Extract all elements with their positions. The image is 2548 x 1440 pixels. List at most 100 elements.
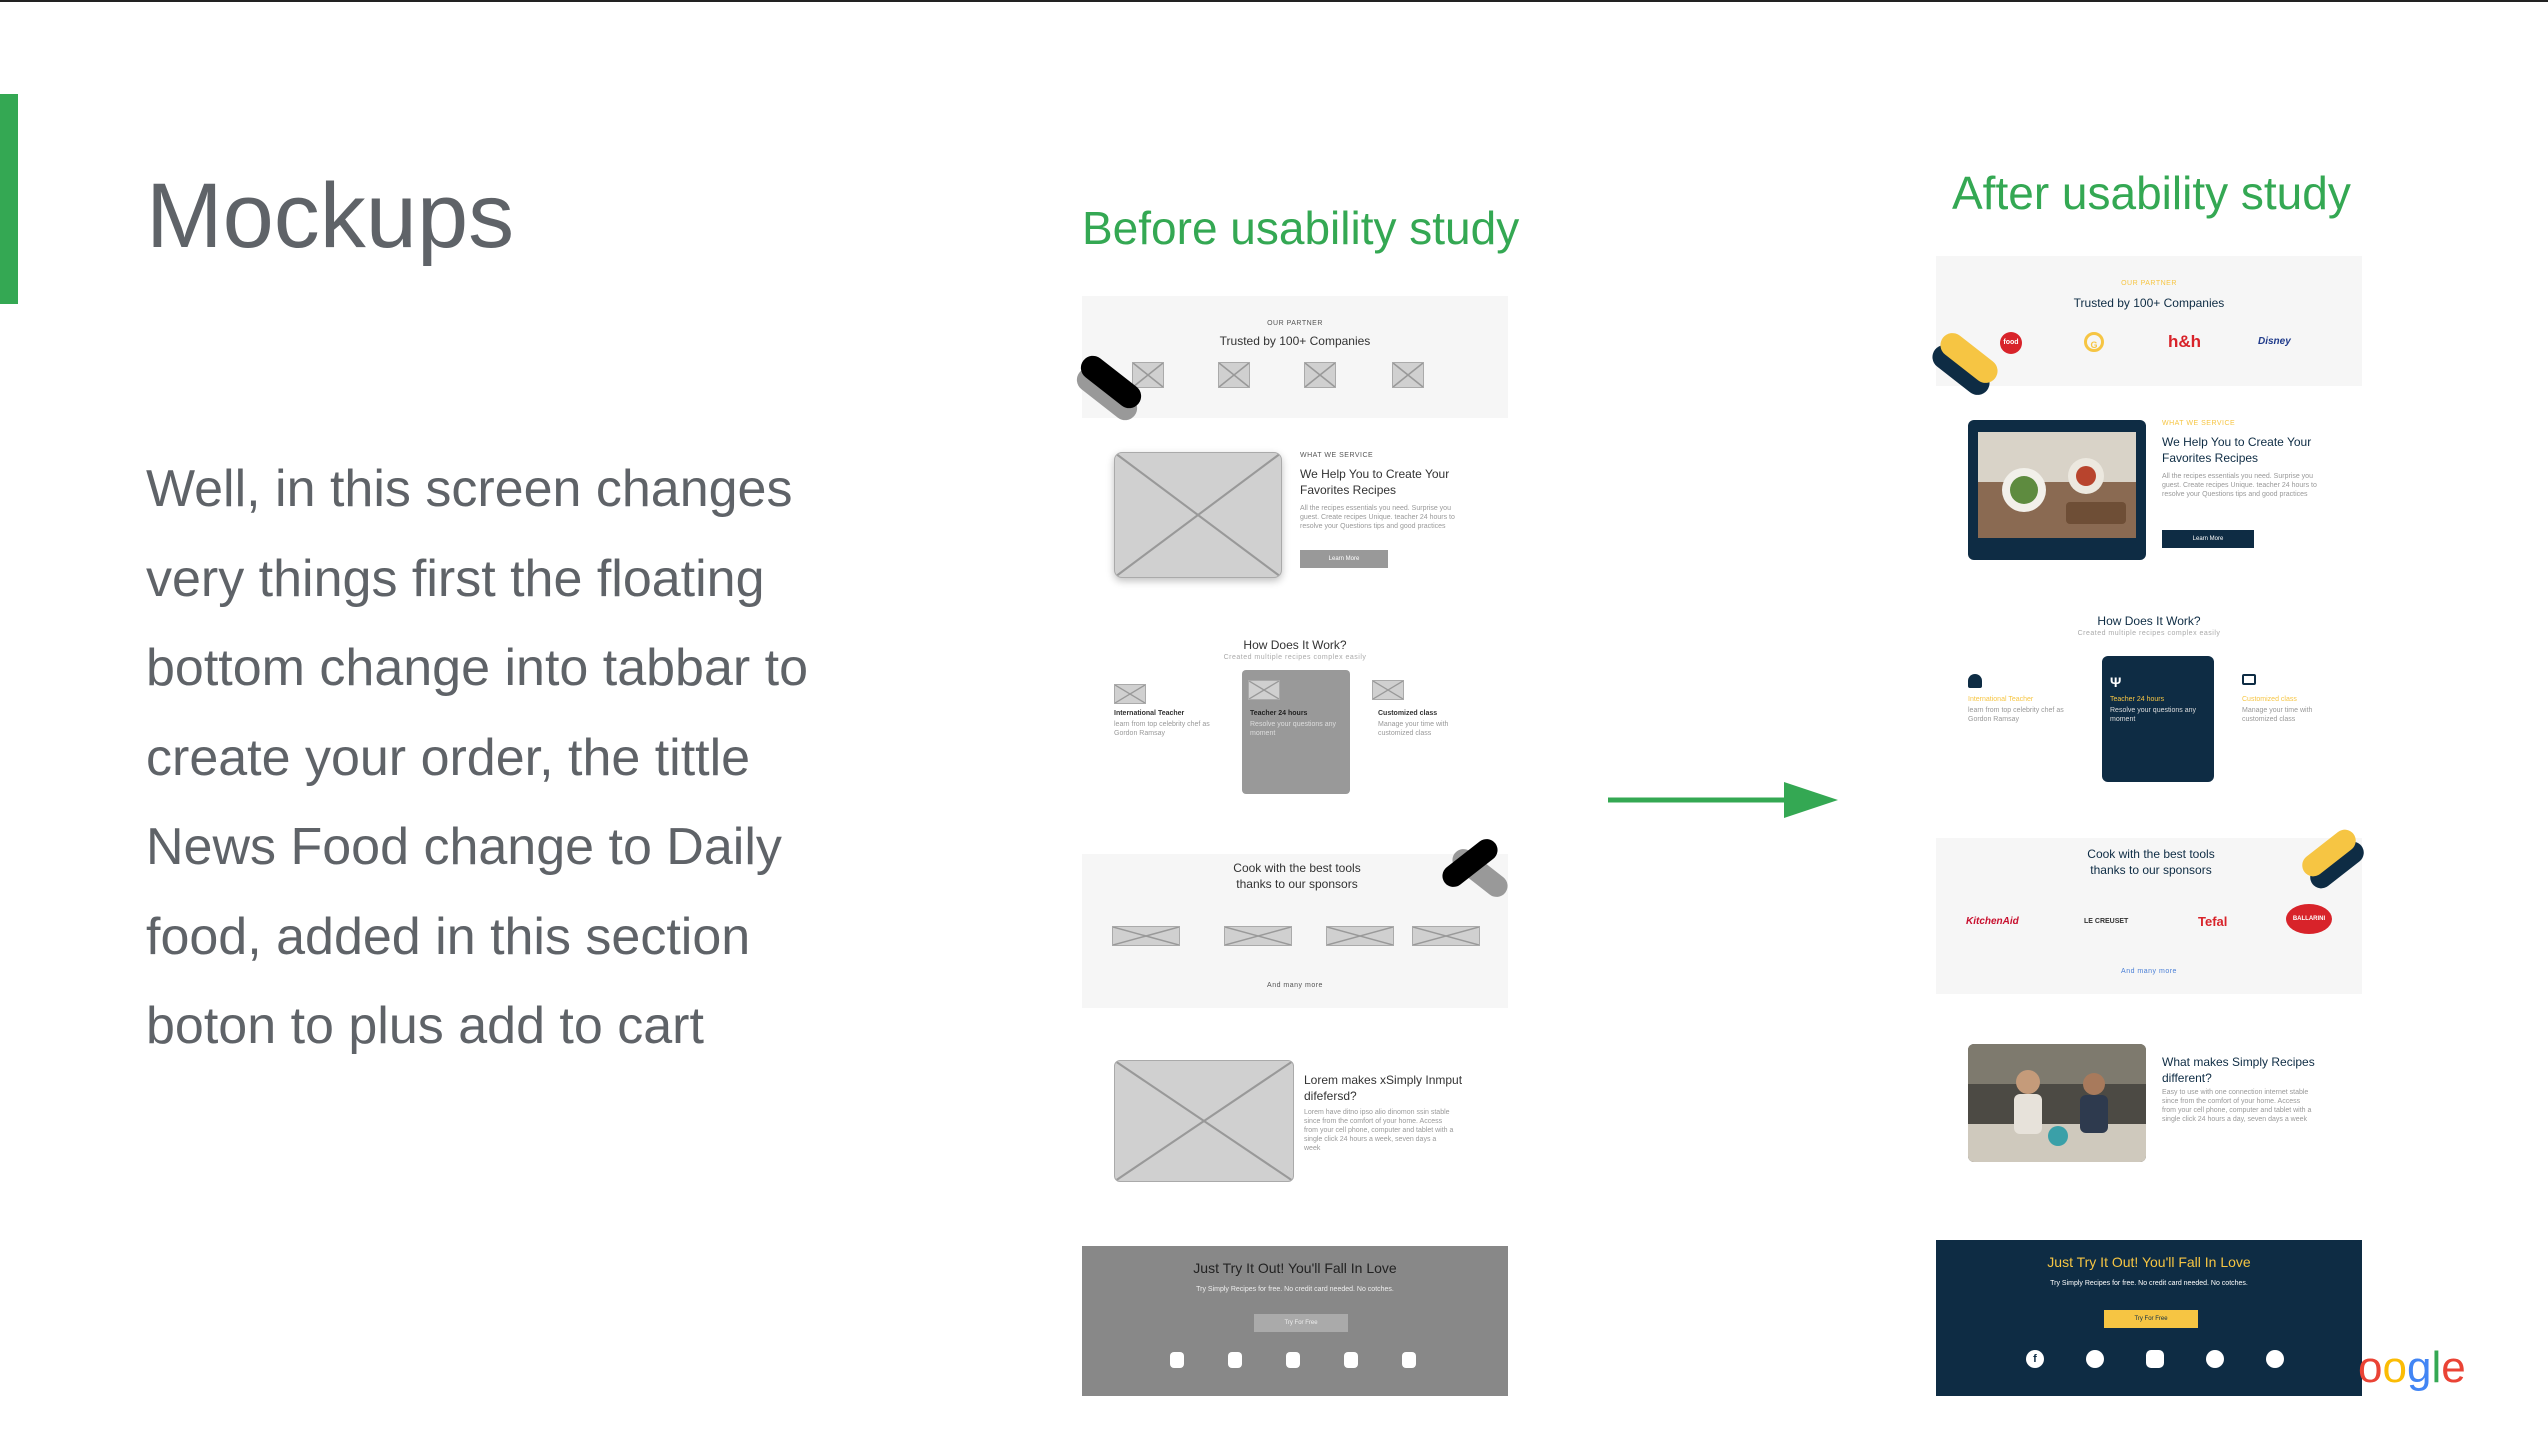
- before-sponsors-title: Cook with the best tools thanks to our s…: [1233, 861, 1361, 891]
- before-service-section: WHAT WE SERVICE We Help You to Create Yo…: [1082, 446, 1508, 596]
- before-lorem-title: Lorem makes xSimply Inmput difefersd?: [1304, 1073, 1463, 1103]
- before-feature-icon-placeholder: [1114, 684, 1146, 704]
- before-sponsor-logo-placeholder: [1326, 926, 1394, 946]
- before-feature-desc: Manage your time with customized class: [1378, 721, 1449, 737]
- before-feature-desc: Resolve your questions any moment: [1250, 721, 1336, 737]
- after-what-section: What makes Simply Recipes different? Eas…: [1936, 1036, 2362, 1176]
- after-feature-card-highlight: [2102, 656, 2214, 782]
- after-what-desc: Easy to use with one connection internet…: [2162, 1089, 2312, 1123]
- label-before: Before usability study: [1082, 202, 1520, 254]
- before-how-section: How Does It Work? Created multiple recip…: [1082, 636, 1508, 816]
- before-social-icon-placeholder[interactable]: [1344, 1352, 1358, 1368]
- slide-title: Mockups: [146, 165, 515, 267]
- before-try-free-button[interactable]: Try For Free: [1254, 1314, 1348, 1332]
- after-how-section: How Does It Work? Created multiple recip…: [1936, 612, 2362, 792]
- class-board-icon: [2242, 674, 2256, 685]
- chef-hat-icon: [1968, 674, 1982, 688]
- after-how-subtitle: Created multiple recipes complex easily: [2077, 630, 2221, 637]
- after-service-title: We Help You to Create Your Favorites Rec…: [2162, 435, 2312, 465]
- tiktok-icon[interactable]: [2206, 1350, 2224, 1368]
- after-partner-logo-g: G: [2084, 332, 2104, 352]
- accent-bar: [0, 94, 18, 304]
- after-partner-section: OUR PARTNER Trusted by 100+ Companies fo…: [1927, 256, 2362, 400]
- after-how-title: How Does It Work?: [2097, 614, 2201, 628]
- after-sponsors-more[interactable]: And many more: [2121, 968, 2177, 975]
- before-lorem-section: Lorem makes xSimply Inmput difefersd? Lo…: [1082, 1052, 1508, 1192]
- after-partner-title: Trusted by 100+ Companies: [2073, 296, 2225, 310]
- after-feature-desc: Resolve your questions any moment: [2110, 707, 2196, 723]
- after-try-free-button[interactable]: Try For Free: [2104, 1310, 2198, 1328]
- before-sponsor-logo-placeholder: [1112, 926, 1180, 946]
- after-sponsors-section: Cook with the best tools thanks to our s…: [1936, 825, 2369, 994]
- twitter-icon[interactable]: [2086, 1350, 2104, 1368]
- before-feature-icon-placeholder: [1248, 680, 1280, 700]
- after-learn-more-button[interactable]: Learn More: [2162, 530, 2254, 548]
- before-service-desc: All the recipes essentials you need. Sur…: [1300, 505, 1455, 530]
- after-partner-eyebrow: OUR PARTNER: [2121, 280, 2177, 287]
- before-sponsor-logo-placeholder: [1224, 926, 1292, 946]
- instagram-icon[interactable]: [2146, 1350, 2164, 1368]
- after-sponsor-logo-lecreuset: LE CREUSET: [2084, 918, 2129, 925]
- after-cta-subtitle: Try Simply Recipes for free. No credit c…: [2050, 1280, 2248, 1287]
- before-feature-title: Teacher 24 hours: [1250, 710, 1308, 717]
- google-logo: oogle: [2358, 1346, 2466, 1390]
- before-partner-logo-placeholder: [1218, 362, 1250, 388]
- before-sponsors-section: Cook with the best tools thanks to our s…: [1082, 834, 1512, 1008]
- before-learn-more-button[interactable]: Learn More: [1300, 550, 1388, 568]
- before-cta-title: Just Try It Out! You'll Fall In Love: [1193, 1260, 1397, 1276]
- before-lorem-desc: Lorem have ditno ipso alio dinomon ssin …: [1304, 1109, 1454, 1152]
- before-partner-section: OUR PARTNER Trusted by 100+ Companies: [1072, 296, 1508, 426]
- after-partner-logo-food: food: [2000, 332, 2022, 354]
- after-feature-title: Customized class: [2242, 696, 2297, 703]
- google-logo-text: oogle: [2358, 1343, 2466, 1392]
- before-service-eyebrow: WHAT WE SERVICE: [1300, 452, 1374, 459]
- after-sponsors-title: Cook with the best tools thanks to our s…: [2087, 847, 2215, 877]
- before-cta-subtitle: Try Simply Recipes for free. No credit c…: [1196, 1286, 1394, 1293]
- before-social-icon-placeholder[interactable]: [1228, 1352, 1242, 1368]
- slide-body: Well, in this screen changes very things…: [146, 460, 809, 1055]
- before-how-title: How Does It Work?: [1243, 638, 1347, 652]
- after-service-image-frame: [1968, 420, 2146, 560]
- youtube-icon[interactable]: [2266, 1350, 2284, 1368]
- before-feature-title: Customized class: [1378, 710, 1438, 717]
- after-sponsor-logo-kitchenaid: KitchenAid: [1966, 916, 2019, 927]
- arrow-right-icon: [1608, 782, 1838, 818]
- top-border: [0, 0, 2548, 2]
- before-social-icon-placeholder[interactable]: [1170, 1352, 1184, 1368]
- after-sponsor-logo-tefal: Tefal: [2198, 914, 2228, 929]
- before-social-icon-placeholder[interactable]: [1402, 1352, 1416, 1368]
- after-sponsor-logo-ballarini: BALLARINI: [2286, 904, 2332, 934]
- before-mockup: OUR PARTNER Trusted by 100+ Companies WH…: [1072, 296, 1512, 1396]
- before-social-icon-placeholder[interactable]: [1286, 1352, 1300, 1368]
- after-feature-title: International Teacher: [1968, 696, 2034, 703]
- before-service-title: We Help You to Create Your Favorites Rec…: [1300, 467, 1450, 497]
- before-partner-logo-placeholder: [1392, 362, 1424, 388]
- before-sponsors-more: And many more: [1267, 982, 1323, 989]
- food-photo-image: [1978, 432, 2136, 538]
- before-feature-desc: learn from top celebrity chef as Gordon …: [1114, 721, 1210, 737]
- before-service-image-placeholder: [1114, 452, 1282, 578]
- after-service-eyebrow: WHAT WE SERVICE: [2162, 420, 2236, 427]
- before-feature-title: International Teacher: [1114, 710, 1185, 717]
- after-feature-desc: Manage your time with customized class: [2242, 707, 2313, 723]
- after-feature-desc: learn from top celebrity chef as Gordon …: [1968, 707, 2064, 723]
- fork-knife-icon: Ψ: [2110, 674, 2122, 690]
- after-cta-title: Just Try It Out! You'll Fall In Love: [2047, 1254, 2251, 1270]
- after-mockup: OUR PARTNER Trusted by 100+ Companies fo…: [1927, 256, 2369, 1396]
- before-partner-logo-placeholder: [1132, 362, 1164, 388]
- facebook-icon[interactable]: f: [2026, 1350, 2044, 1368]
- after-feature-title: Teacher 24 hours: [2110, 696, 2165, 703]
- family-cooking-photo-image: [1968, 1044, 2146, 1162]
- after-cta-section: Just Try It Out! You'll Fall In Love Try…: [1936, 1240, 2362, 1396]
- after-service-section: WHAT WE SERVICE We Help You to Create Yo…: [1936, 416, 2362, 566]
- after-what-title: What makes Simply Recipes different?: [2162, 1055, 2315, 1085]
- before-lorem-image-placeholder: [1114, 1060, 1294, 1182]
- before-partner-logo-placeholder: [1304, 362, 1336, 388]
- before-feature-icon-placeholder: [1372, 680, 1404, 700]
- before-cta-section: Just Try It Out! You'll Fall In Love Try…: [1082, 1246, 1508, 1396]
- before-partner-title: Trusted by 100+ Companies: [1219, 334, 1371, 348]
- before-how-subtitle: Created multiple recipes complex easily: [1223, 654, 1367, 661]
- label-after: After usability study: [1952, 167, 2351, 219]
- before-sponsor-logo-placeholder: [1412, 926, 1480, 946]
- after-service-desc: All the recipes essentials you need. Sur…: [2162, 473, 2317, 498]
